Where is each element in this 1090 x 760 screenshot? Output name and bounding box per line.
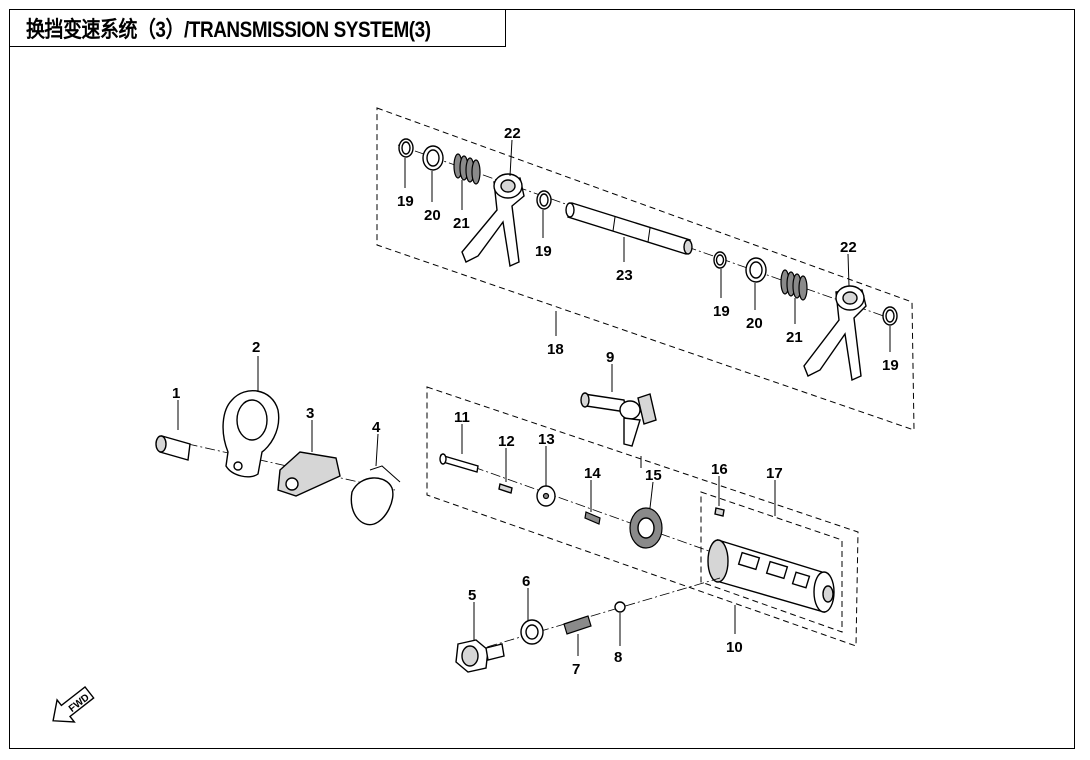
plate-2 [222,390,280,478]
callout-13: 13 [538,431,555,448]
page-title: 换挡变速系统（3）/TRANSMISSION SYSTEM(3) [26,17,431,42]
spring-4 [350,465,401,526]
pin-12 [498,483,513,494]
callout-11: 11 [454,409,470,426]
callout-19c: 19 [713,303,730,320]
bolt-5 [455,639,505,673]
callout-20b: 20 [746,315,763,332]
circlip-19-left [398,138,414,158]
callout-16: 16 [711,461,728,478]
callout-22b: 22 [840,239,857,256]
shift-drum [707,539,835,613]
leader-22a [509,139,513,177]
callout-19b: 19 [535,243,552,260]
bushing-1 [155,435,191,461]
callout-2: 2 [252,339,260,356]
callout-19a: 19 [397,193,414,210]
ball-8 [614,601,626,613]
callout-10: 10 [726,639,743,656]
callout-23: 23 [616,267,633,284]
callout-1: 1 [172,385,180,402]
washer-20-right [745,257,767,283]
forward-direction-arrow: FWD [52,685,95,723]
fork-shaft-23 [565,202,693,255]
drum-axis-line [439,454,721,556]
callout-6: 6 [522,573,530,590]
spring-21-right [780,269,808,301]
shift-shaft-9 [580,392,657,447]
callout-3: 3 [306,405,314,422]
callout-21a: 21 [453,215,470,232]
washer-6 [520,619,544,645]
shaft-axis-line [397,144,896,321]
segment-gear-15 [629,507,663,549]
shift-fork-22-right [803,285,867,382]
callout-9: 9 [606,349,614,366]
assembly-10-boundary [426,386,859,647]
callout-5: 5 [468,587,476,604]
circlip-19-mid [536,190,552,210]
drawing-frame [9,9,1075,749]
callout-20a: 20 [424,207,441,224]
circlip-19-right [713,251,727,269]
callout-8: 8 [614,649,622,666]
leader-15 [649,481,654,509]
pin-11 [439,453,479,473]
callout-19d: 19 [882,357,899,374]
left-axis-line [169,439,396,491]
bottom-axis-line [469,577,721,653]
assembly-18-boundary [376,107,915,431]
washer-20-left [422,145,444,171]
stopper-arm-3 [277,451,341,497]
assembly-17-boundary [700,491,843,633]
callout-21b: 21 [786,329,803,346]
pin-16 [714,507,725,517]
leader-22b [847,253,850,287]
leader-4 [375,433,379,467]
shift-fork-22-left [461,173,525,268]
callout-7: 7 [572,661,580,678]
callout-4: 4 [372,419,381,436]
circlip-19-far-right [882,306,898,326]
callout-22a: 22 [504,125,521,142]
spring-7 [563,615,592,635]
callout-15: 15 [645,467,662,484]
spring-21-left [453,153,481,185]
callout-14: 14 [584,465,601,482]
plate-13 [536,485,556,507]
spring-14 [584,511,601,525]
callout-18: 18 [547,341,564,358]
callout-12: 12 [498,433,515,450]
callout-17: 17 [766,465,783,482]
title-box: 换挡变速系统（3）/TRANSMISSION SYSTEM(3) [9,9,506,47]
